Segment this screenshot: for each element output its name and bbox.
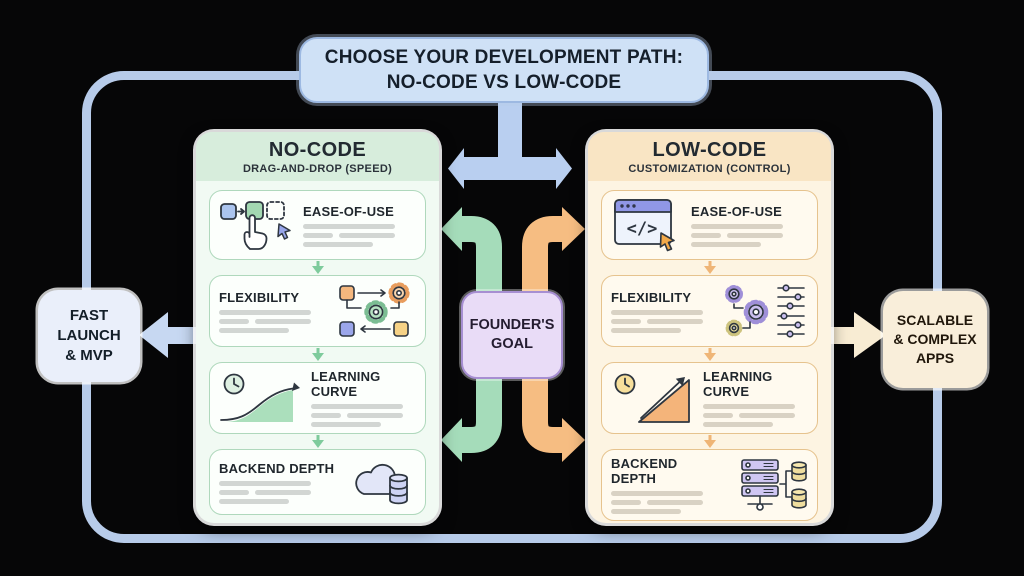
fast-line-2: LAUNCH xyxy=(57,326,121,344)
placeholder-lines xyxy=(611,309,712,333)
clock-gentle-curve-icon xyxy=(219,372,303,424)
founders-goal-box: FOUNDER'S GOAL xyxy=(461,291,563,379)
code-window-cursor-icon: </> xyxy=(611,197,683,253)
nocode-card-flexibility: FLEXIBILITY xyxy=(209,275,426,347)
card-text: EASE-OF-USE xyxy=(691,204,808,247)
placeholder-lines xyxy=(611,491,710,514)
green-arrow-bottom-icon xyxy=(441,377,502,462)
placeholder-lines xyxy=(703,404,808,427)
down-arrow-icon xyxy=(601,260,818,275)
card-title: LEARNING CURVE xyxy=(311,369,381,399)
scalable-line-2: & COMPLEX xyxy=(893,330,977,347)
placeholder-lines xyxy=(311,404,416,427)
orange-arrow-bottom-icon xyxy=(522,377,585,462)
card-text: FLEXIBILITY xyxy=(219,290,328,333)
card-title: FLEXIBILITY xyxy=(611,289,692,305)
placeholder-lines xyxy=(691,223,808,247)
nocode-title: NO-CODE xyxy=(268,139,367,161)
clock-steep-ramp-icon xyxy=(611,372,695,424)
lowcode-body: </> EASE-OF-USE FLEXIBILITY xyxy=(588,181,831,533)
card-text: LEARNING CURVE xyxy=(703,369,808,427)
goal-line-1: FOUNDER'S xyxy=(469,317,555,334)
down-arrow-icon xyxy=(209,260,426,275)
scalable-line-3: APPS xyxy=(915,350,955,367)
nocode-header: NO-CODE DRAG-AND-DROP (SPEED) xyxy=(196,132,439,181)
scalable-line-1: SCALABLE xyxy=(896,311,974,328)
nocode-subtitle: DRAG-AND-DROP (SPEED) xyxy=(242,163,393,175)
card-text: BACKEND DEPTH xyxy=(219,461,342,504)
scalable-complex-apps-box: SCALABLE & COMPLEX APPS xyxy=(883,291,987,388)
gears-sliders-icon xyxy=(720,282,808,340)
down-arrow-icon xyxy=(209,434,426,449)
fast-line-3: & MVP xyxy=(65,347,113,365)
nocode-panel: NO-CODE DRAG-AND-DROP (SPEED) EASE-OF xyxy=(196,132,439,523)
card-text: EASE-OF-USE xyxy=(303,204,416,247)
right-outcome-arrow-icon xyxy=(828,312,886,358)
title-banner: CHOOSE YOUR DEVELOPMENT PATH: NO-CODE VS… xyxy=(299,37,709,103)
orange-arrow-top-icon xyxy=(522,207,585,293)
card-text: FLEXIBILITY xyxy=(611,290,712,333)
lowcode-card-backend-depth: BACKEND DEPTH xyxy=(601,449,818,521)
lowcode-card-ease-of-use: </> EASE-OF-USE xyxy=(601,190,818,260)
title-line-2: NO-CODE VS LOW-CODE xyxy=(386,72,622,93)
fast-launch-mvp-box: FAST LAUNCH & MVP xyxy=(38,290,140,382)
workflow-blocks-gears-icon xyxy=(336,282,416,340)
drag-drop-hand-icon xyxy=(219,197,295,253)
green-arrow-top-icon xyxy=(441,207,502,293)
placeholder-lines xyxy=(219,309,328,333)
placeholder-lines xyxy=(219,480,342,504)
left-outcome-arrow-icon xyxy=(139,312,198,358)
lowcode-subtitle: CUSTOMIZATION (CONTROL) xyxy=(628,163,791,175)
lowcode-title: LOW-CODE xyxy=(652,139,767,161)
lowcode-panel: LOW-CODE CUSTOMIZATION (CONTROL) </> xyxy=(588,132,831,523)
server-databases-icon xyxy=(718,456,808,514)
nocode-body: EASE-OF-USE FLEXIBILITY xyxy=(196,181,439,527)
down-arrow-icon xyxy=(209,347,426,362)
down-arrow-icon xyxy=(601,434,818,449)
lowcode-card-learning-curve: LEARNING CURVE xyxy=(601,362,818,434)
nocode-card-backend-depth: BACKEND DEPTH xyxy=(209,449,426,515)
card-text: LEARNING CURVE xyxy=(311,369,416,427)
card-text: BACKEND DEPTH xyxy=(611,456,710,514)
card-title: BACKEND DEPTH xyxy=(611,456,678,486)
svg-text:</>: </> xyxy=(627,219,658,239)
lowcode-card-flexibility: FLEXIBILITY xyxy=(601,275,818,347)
nocode-card-learning-curve: LEARNING CURVE xyxy=(209,362,426,434)
title-line-1: CHOOSE YOUR DEVELOPMENT PATH: xyxy=(324,46,684,68)
cloud-database-icon xyxy=(350,456,416,508)
nocode-card-ease-of-use: EASE-OF-USE xyxy=(209,190,426,260)
placeholder-lines xyxy=(303,223,416,247)
card-title: BACKEND DEPTH xyxy=(219,460,335,476)
card-title: LEARNING CURVE xyxy=(703,369,773,399)
fast-line-1: FAST xyxy=(69,306,109,324)
lowcode-header: LOW-CODE CUSTOMIZATION (CONTROL) xyxy=(588,132,831,181)
card-title: EASE-OF-USE xyxy=(303,203,395,219)
card-title: EASE-OF-USE xyxy=(691,203,783,219)
goal-line-2: GOAL xyxy=(491,336,533,352)
split-arrow-icon xyxy=(448,100,572,189)
card-title: FLEXIBILITY xyxy=(219,289,300,305)
down-arrow-icon xyxy=(601,347,818,362)
